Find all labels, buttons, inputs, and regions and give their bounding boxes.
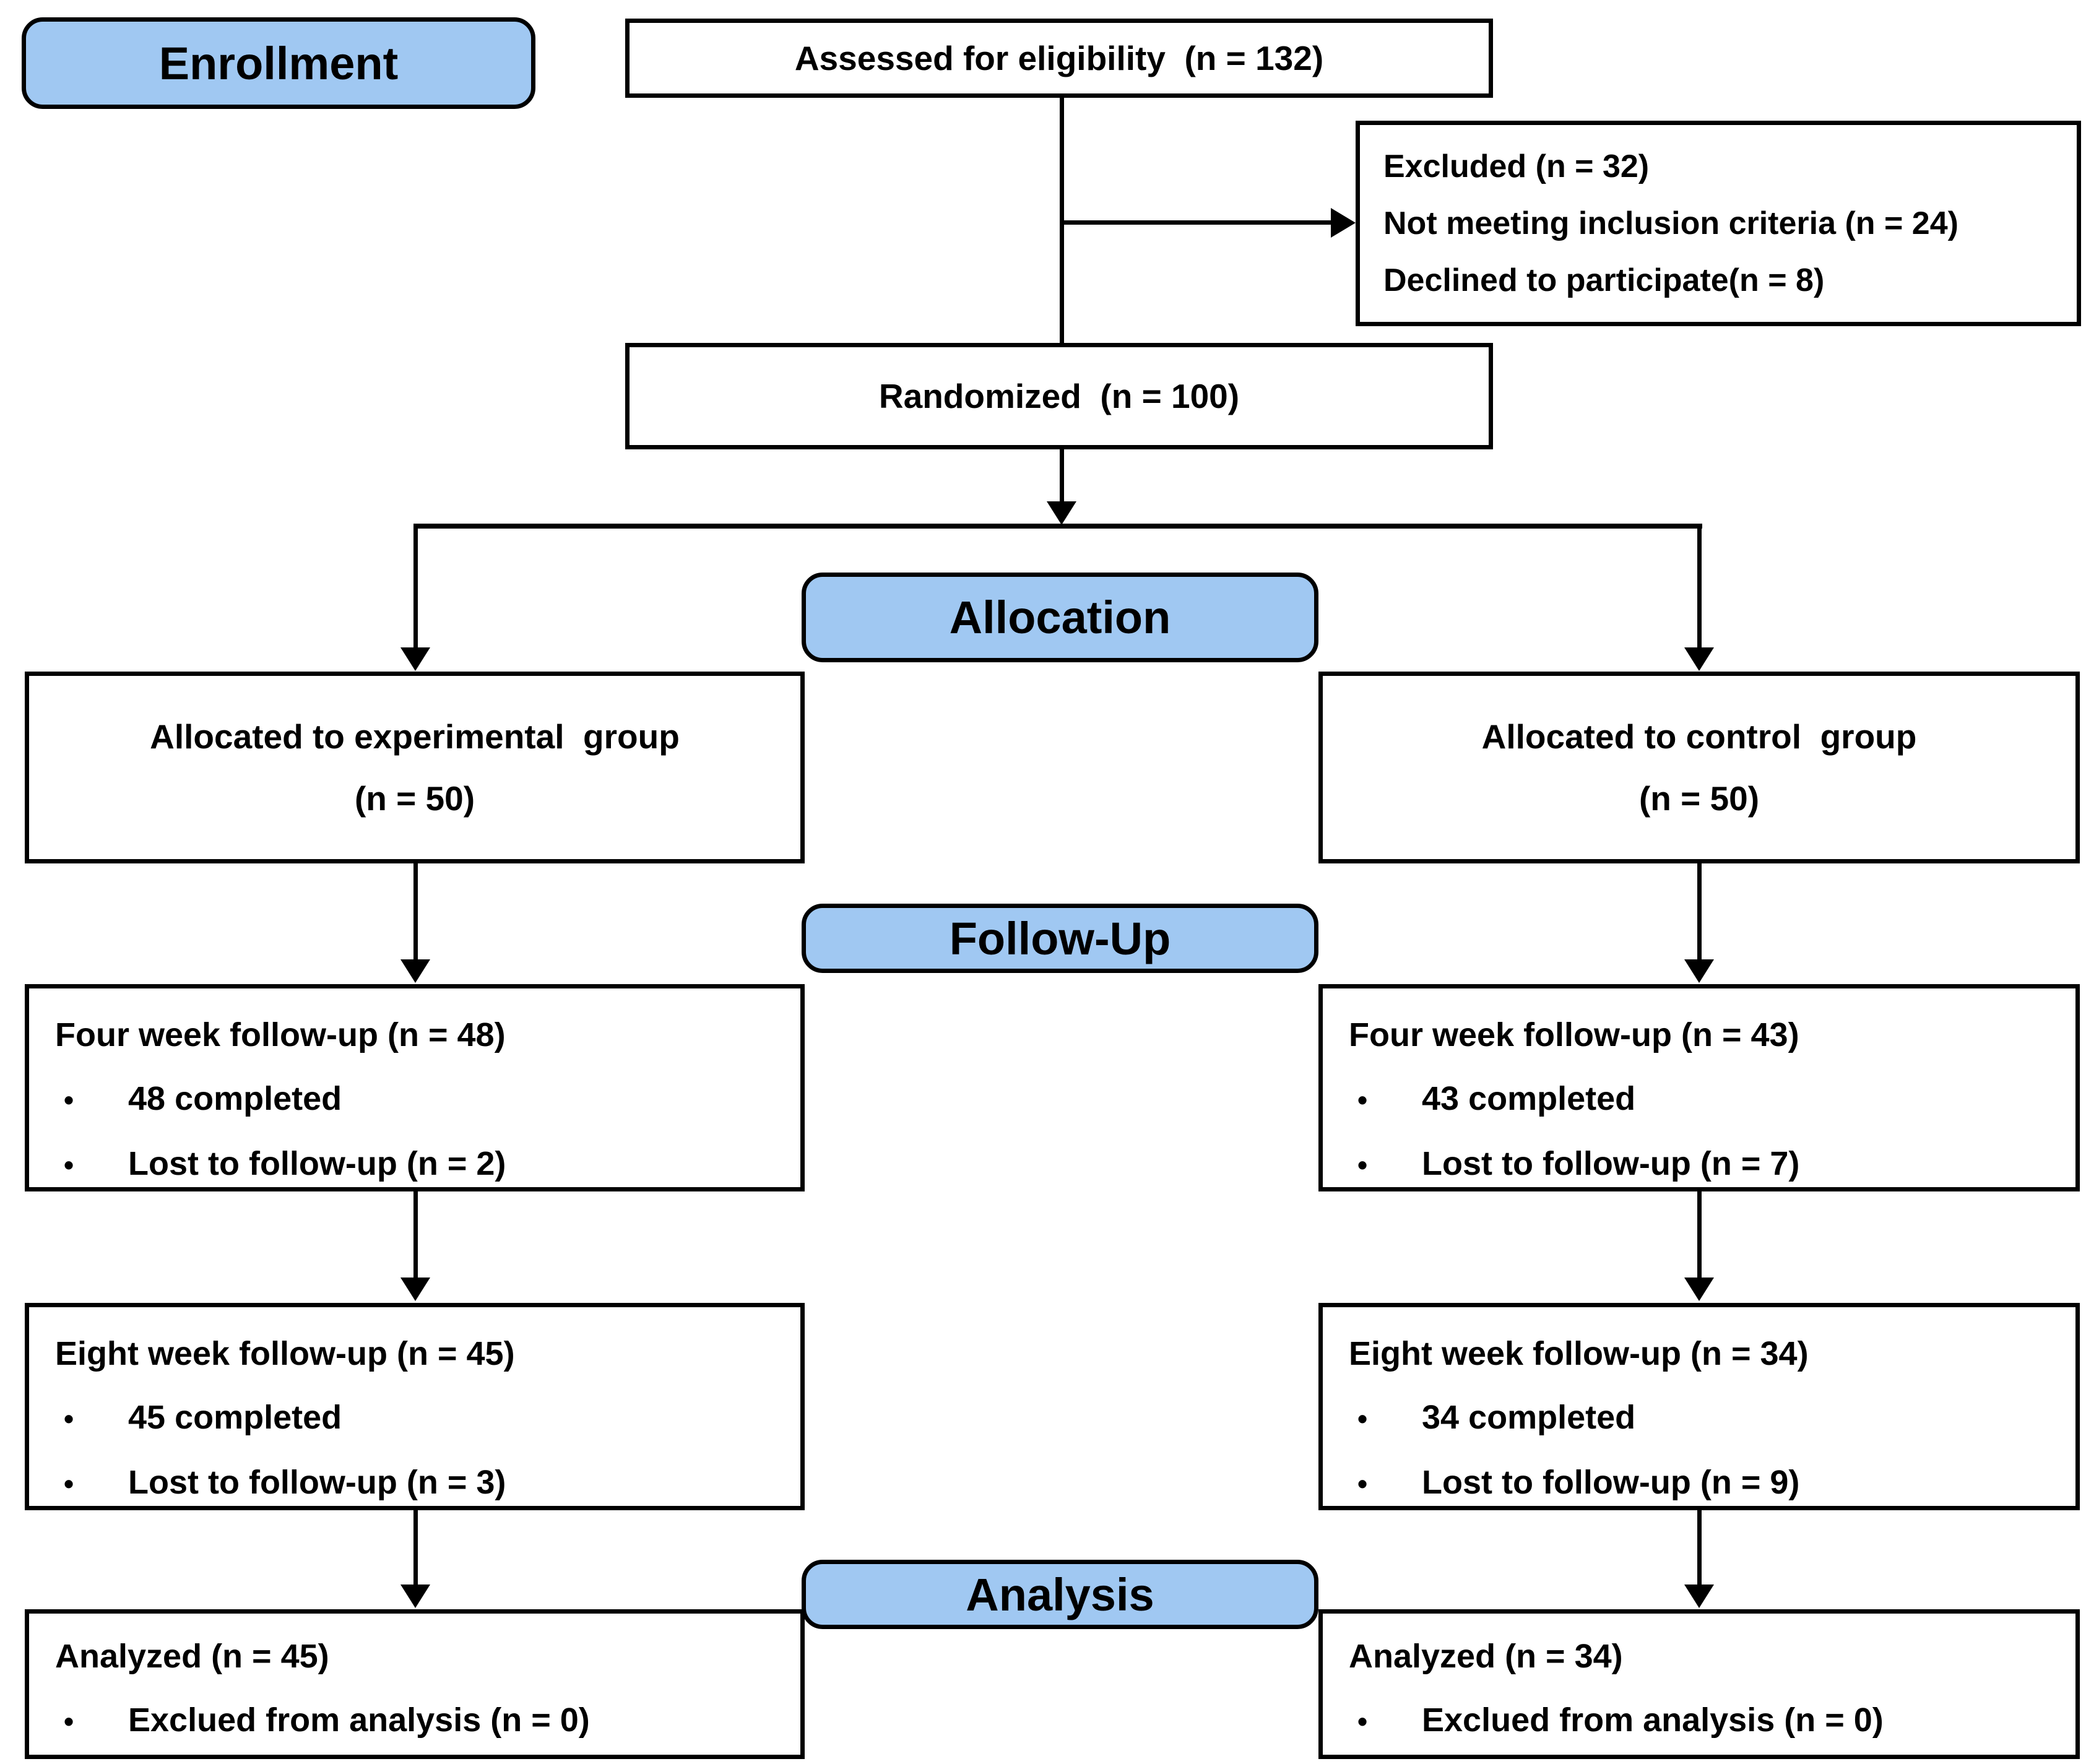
stage-label-analysis-text: Analysis bbox=[966, 1568, 1154, 1620]
arrowhead-eight-week-control bbox=[1684, 1278, 1714, 1301]
allocated-control-box: Allocated to control group (n = 50) bbox=[1318, 672, 2080, 863]
analyzed-experimental-excluded: • Exclued from analysis (n = 0) bbox=[55, 1688, 790, 1753]
stage-label-analysis: Analysis bbox=[802, 1560, 1318, 1629]
allocated-experimental-line2: (n = 50) bbox=[354, 779, 475, 818]
bullet-icon: • bbox=[64, 1084, 74, 1116]
analyzed-control-excluded: • Exclued from analysis (n = 0) bbox=[1349, 1688, 2066, 1753]
excluded-reason-inclusion: Not meeting inclusion criteria (n = 24) bbox=[1383, 205, 1958, 241]
arrowhead-excluded bbox=[1331, 208, 1356, 238]
bullet-icon: • bbox=[64, 1468, 74, 1500]
bullet-icon: • bbox=[1357, 1403, 1368, 1435]
arrowhead-allocated-experimental bbox=[400, 647, 430, 671]
eight-week-control-completed: • 34 completed bbox=[1349, 1386, 2066, 1451]
bullet-icon: • bbox=[64, 1705, 74, 1737]
connector-split-to-control bbox=[1697, 529, 1702, 650]
bullet-icon: • bbox=[64, 1403, 74, 1435]
eight-week-experimental-box: Eight week follow-up (n = 45) • 45 compl… bbox=[25, 1303, 805, 1510]
bullet-icon: • bbox=[1357, 1705, 1368, 1737]
allocated-experimental-box: Allocated to experimental group (n = 50) bbox=[25, 672, 805, 863]
assessed-for-eligibility-box: Assessed for eligibility (n = 132) bbox=[625, 19, 1493, 98]
stage-label-allocation-text: Allocation bbox=[949, 592, 1171, 643]
eight-week-control-lost: • Lost to follow-up (n = 9) bbox=[1349, 1451, 2066, 1516]
four-week-control-completed: • 43 completed bbox=[1349, 1067, 2066, 1132]
stage-label-follow-up: Follow-Up bbox=[802, 904, 1318, 973]
arrowhead-allocated-control bbox=[1684, 647, 1714, 671]
four-week-experimental-completed: • 48 completed bbox=[55, 1067, 790, 1132]
arrowhead-analyzed-control bbox=[1684, 1585, 1714, 1608]
arrowhead-four-week-control bbox=[1684, 959, 1714, 983]
bullet-icon: • bbox=[1357, 1149, 1368, 1181]
eight-week-experimental-title: Eight week follow-up (n = 45) bbox=[55, 1335, 515, 1372]
excluded-box: Excluded (n = 32) Not meeting inclusion … bbox=[1356, 121, 2081, 326]
connector-split-to-experimental bbox=[413, 529, 418, 650]
bullet-icon: • bbox=[64, 1149, 74, 1181]
arrowhead-eight-week-experimental bbox=[400, 1278, 430, 1301]
connector-four-week-to-eight-week-experimental bbox=[413, 1190, 418, 1280]
allocated-experimental-line1: Allocated to experimental group bbox=[150, 717, 680, 756]
four-week-control-title: Four week follow-up (n = 43) bbox=[1349, 1016, 1799, 1053]
excluded-reason-declined: Declined to participate(n = 8) bbox=[1383, 262, 1825, 298]
eight-week-control-box: Eight week follow-up (n = 34) • 34 compl… bbox=[1318, 1303, 2080, 1510]
connector-branch-to-excluded bbox=[1062, 220, 1331, 225]
connector-experimental-to-four-week bbox=[413, 862, 418, 962]
arrowhead-analyzed-experimental bbox=[400, 1585, 430, 1608]
stage-label-enrollment-text: Enrollment bbox=[158, 37, 399, 89]
four-week-control-lost: • Lost to follow-up (n = 7) bbox=[1349, 1132, 2066, 1197]
stage-label-enrollment: Enrollment bbox=[22, 17, 535, 109]
allocated-control-line1: Allocated to control group bbox=[1481, 717, 1917, 756]
four-week-experimental-lost: • Lost to follow-up (n = 2) bbox=[55, 1132, 790, 1197]
analyzed-experimental-title: Analyzed (n = 45) bbox=[55, 1638, 329, 1675]
connector-eight-week-to-analyzed-control bbox=[1697, 1509, 1702, 1587]
analyzed-experimental-box: Analyzed (n = 45) • Exclued from analysi… bbox=[25, 1609, 805, 1759]
four-week-control-box: Four week follow-up (n = 43) • 43 comple… bbox=[1318, 984, 2080, 1191]
stage-label-allocation: Allocation bbox=[802, 573, 1318, 662]
assessed-for-eligibility-text: Assessed for eligibility (n = 132) bbox=[794, 39, 1324, 77]
eight-week-control-title: Eight week follow-up (n = 34) bbox=[1349, 1335, 1809, 1372]
connector-split-horizontal bbox=[413, 524, 1702, 529]
connector-four-week-to-eight-week-control bbox=[1697, 1190, 1702, 1280]
connector-randomized-to-split bbox=[1060, 449, 1064, 503]
connector-control-to-four-week bbox=[1697, 862, 1702, 962]
analyzed-control-box: Analyzed (n = 34) • Exclued from analysi… bbox=[1318, 1609, 2080, 1759]
arrowhead-split-center bbox=[1047, 501, 1076, 525]
eight-week-experimental-lost: • Lost to follow-up (n = 3) bbox=[55, 1451, 790, 1516]
randomized-box: Randomized (n = 100) bbox=[625, 343, 1493, 449]
bullet-icon: • bbox=[1357, 1084, 1368, 1116]
stage-label-follow-up-text: Follow-Up bbox=[949, 912, 1171, 964]
eight-week-experimental-completed: • 45 completed bbox=[55, 1386, 790, 1451]
connector-eight-week-to-analyzed-experimental bbox=[413, 1509, 418, 1587]
analyzed-control-title: Analyzed (n = 34) bbox=[1349, 1638, 1623, 1675]
randomized-text: Randomized (n = 100) bbox=[878, 377, 1240, 415]
four-week-experimental-box: Four week follow-up (n = 48) • 48 comple… bbox=[25, 984, 805, 1191]
four-week-experimental-title: Four week follow-up (n = 48) bbox=[55, 1016, 506, 1053]
allocated-control-line2: (n = 50) bbox=[1638, 779, 1760, 818]
arrowhead-four-week-experimental bbox=[400, 959, 430, 983]
excluded-title: Excluded (n = 32) bbox=[1383, 149, 1650, 184]
bullet-icon: • bbox=[1357, 1468, 1368, 1500]
